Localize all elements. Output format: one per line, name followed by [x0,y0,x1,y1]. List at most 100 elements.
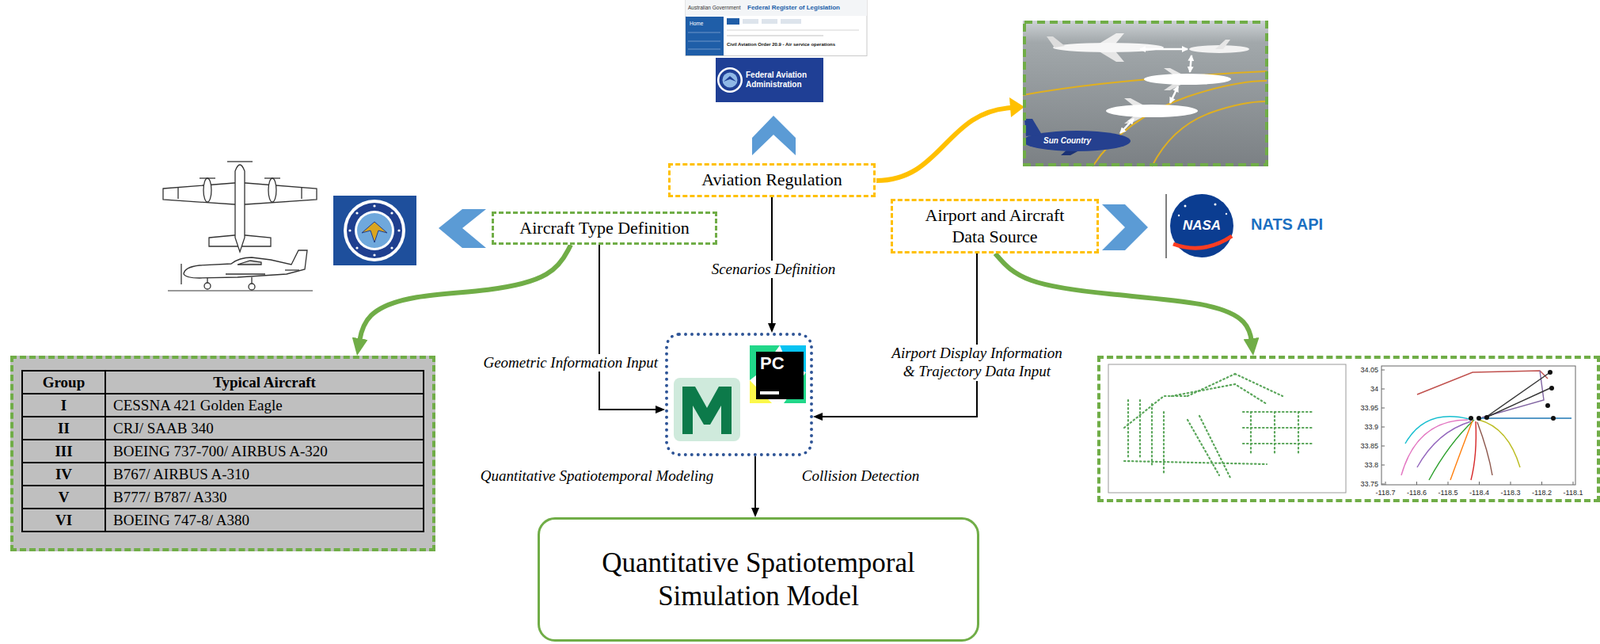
taxiway-photo [1092,80,1267,167]
table-cell: Group [22,371,107,395]
aircraft-top-view [199,177,216,179]
airport-layout-plot [1187,419,1220,476]
faa-seal [333,195,417,266]
nasa-logo [1225,212,1228,215]
faa-seal [390,211,393,214]
box-label: Quantitative Spatiotemporal Simulation M… [572,546,945,613]
airport-layout-plot [1199,415,1232,479]
legislation-screenshot [726,34,824,37]
taxiway-photo [1022,71,1267,96]
trajectory-plot [1417,421,1471,468]
airport-layout-plot [1124,395,1188,428]
trajectory-plot [1480,417,1572,419]
trajectory-plot [1547,369,1553,375]
nasa-logo [1166,193,1234,259]
trajectory-plot [1573,481,1574,485]
aircraft-top-view [235,164,245,252]
trajectory-plot [1381,445,1385,447]
aircraft-side-view [167,289,313,291]
table-cell: III [22,440,107,464]
faa-seal [372,253,376,256]
text-stack: Quantitative Spatiotemporal Simulation M… [572,546,945,613]
nasa-logo [1165,193,1167,259]
airport-layout-plot [1139,399,1141,460]
pycharm-icon [749,345,806,403]
table-cell: BOEING 737-700/ AIRBUS A-320 [106,440,425,464]
taxiway-photo [1024,118,1042,137]
table-grid: GroupTypical AircraftICESSNA 421 Golden … [21,369,425,533]
table-cell-text: V [58,488,70,506]
aircraft-group-table: GroupTypical AircraftICESSNA 421 Golden … [10,355,436,552]
trajectory-plot [1428,419,1475,480]
aircraft-top-view [177,187,179,199]
aircraft-top-view [268,178,277,202]
trajectory-plot [1541,481,1543,485]
axis-tick-label: 33.75 [1354,478,1379,489]
legislation-screenshot [685,0,867,16]
airport-layout-plot [1124,460,1267,464]
aircraft-side-view [167,250,313,291]
table-cell-text: I [60,396,67,415]
aircraft-top-view [264,177,281,179]
regulation-to-photo-arrow [876,107,1012,181]
trajectory-plot [1545,402,1551,408]
faa-seal [355,246,358,249]
trajectory-plot [1477,421,1493,476]
airport-layout-plot [1127,399,1129,460]
faa-seal [354,210,395,251]
trajectory-plot [1385,481,1387,485]
regulation-to-photo-arrow [1009,97,1025,118]
airport-layout-plot [1171,383,1267,404]
edge-label: Geometric Information Input [480,353,661,373]
trajectory-plot [1478,481,1480,485]
trajectory-plot [1447,481,1449,485]
faa-logo-box [717,67,743,93]
legislation-screenshot [687,32,721,34]
maya-icon [682,386,732,434]
airport-layout-plot [1297,411,1300,456]
faa-seal [333,195,417,266]
trajectory-plot [1476,415,1482,421]
aircraft-side-view [237,260,262,265]
axis-tick-label: 33.8 [1354,459,1379,470]
trajectory-plot [1510,481,1512,485]
airport-layout-plot [1187,373,1236,396]
axis-tick-label: 34 [1354,383,1379,394]
note-label: Quantitative Spatiotemporal Modeling [480,467,714,486]
table-cell-text: Group [42,373,86,392]
airport-layout-plot [1250,411,1252,456]
edge-label: Scenarios Definition [709,260,839,279]
table-cell: B777/ B787/ A330 [106,486,425,510]
legislation-screenshot [726,18,740,25]
airport-layout-plot [1162,411,1165,476]
axis-tick-label: -118.2 [1527,487,1557,498]
axis-tick-label: -118.3 [1496,487,1525,498]
pycharm-icon [756,351,804,400]
aircraft-side-view [180,263,182,285]
trajectory-plot [1484,387,1551,419]
faa-seal [397,228,400,232]
trajectory-plot [1381,369,1385,371]
faa-logo-box [715,57,824,103]
taxiway-photo [1022,20,1269,167]
axis-tick-label: 34.05 [1354,364,1379,375]
taxiway-photo [1170,86,1179,103]
table-cell: VI [22,509,107,533]
legislation-screenshot [726,30,859,31]
table-cell-text: BOEING 737-700/ AIRBUS A-320 [113,442,328,460]
faa-logo-box [722,72,738,88]
aircraft-top-view [300,187,302,199]
table-cell-text: B777/ B787/ A330 [113,488,228,506]
aircraft-side-view [248,283,255,290]
connector-arrow [995,253,1253,346]
table-cell-text: B767/ AIRBUS A-310 [113,465,250,483]
aircraft-top-view [163,161,317,252]
trajectory-plot [1550,415,1556,421]
trajectory-plot [1381,388,1385,390]
trajectory-plot [1470,421,1476,480]
taxiway-photo [1140,48,1188,51]
axis-tick-label: -118.4 [1465,487,1494,498]
airport-layout-plot [1242,442,1315,445]
airport-layout-plot [1235,373,1283,396]
taxiway-photo [1022,20,1269,167]
